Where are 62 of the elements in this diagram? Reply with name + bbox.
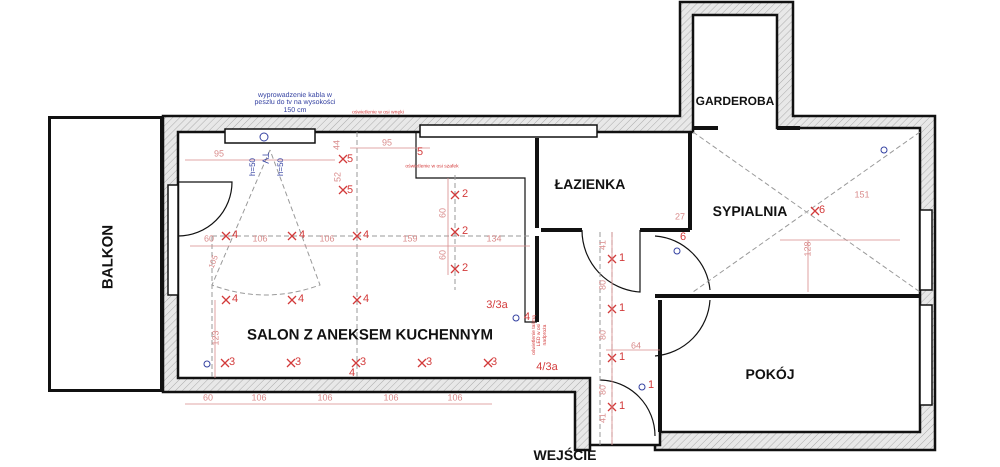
room-name: ŁAZIENKA xyxy=(554,176,626,192)
dimension-label: 123 xyxy=(211,330,221,346)
dimension-label: 27 xyxy=(675,212,685,222)
dimension-label: 64 xyxy=(631,341,641,351)
dimension-label: 105 xyxy=(208,254,220,270)
fixture-number: 2 xyxy=(462,189,468,201)
fixture-number: 1 xyxy=(618,401,626,413)
fixture-number: 4/3a xyxy=(536,362,558,374)
fixture-number: 4 xyxy=(232,294,238,306)
dimension-label: 60 xyxy=(438,208,448,218)
room-name: BALKON xyxy=(100,224,116,290)
room-name: SALON Z ANEKSEM KUCHENNYM xyxy=(246,326,494,344)
fixture-number: 6 xyxy=(680,232,686,244)
fixture-number: 3 xyxy=(360,357,366,369)
fixture-number: 3 xyxy=(228,357,236,369)
dimension-label: 95 xyxy=(382,138,392,148)
dimension-label: 106 xyxy=(317,393,333,403)
balcony-outline xyxy=(48,116,163,392)
note-text: h=50 xyxy=(248,158,258,176)
fixture-number: 3 xyxy=(490,357,498,369)
dimension-label: 106 xyxy=(251,393,267,403)
fixture-number: 5 xyxy=(416,147,424,159)
dimension-label: 151 xyxy=(854,190,870,200)
fixture-number: 4 xyxy=(232,230,238,242)
note-text: h=50 xyxy=(276,158,286,176)
fixture-number: TV xyxy=(260,152,270,164)
fixture-number: 2 xyxy=(462,263,468,275)
dimension-label: 60 xyxy=(438,250,448,260)
dimension-label: 52 xyxy=(333,172,343,182)
fixture-number: 6 xyxy=(818,205,826,217)
fixture-number: 4 xyxy=(348,368,356,380)
fixture-number: 5 xyxy=(346,154,354,166)
fixture-number: 1 xyxy=(618,352,626,364)
fixture-number: 1 xyxy=(618,303,626,315)
fixture-number: 1 xyxy=(648,380,654,392)
fixture-number: 3 xyxy=(426,357,432,369)
fixture-number: 4 xyxy=(362,294,370,306)
fixture-number: 3 xyxy=(294,357,302,369)
fixture-number: 4 xyxy=(362,230,370,242)
fixture-number: 5 xyxy=(346,185,354,197)
fixture-number: 4 xyxy=(298,294,304,306)
room-name: POKÓJ xyxy=(746,366,794,382)
dimension-label: 134 xyxy=(486,234,502,244)
fixture-number: 1 xyxy=(618,253,626,265)
fixture-number: 2 xyxy=(462,226,468,238)
room-name: GARDEROBA xyxy=(696,94,774,108)
dimension-label: 60 xyxy=(203,393,213,403)
dimension-label: 41 xyxy=(598,413,608,423)
fixture-number: 3/3a xyxy=(486,300,508,312)
dimension-label: 128 xyxy=(803,241,813,257)
dimension-label: 44 xyxy=(332,140,342,150)
dimension-label: 80 xyxy=(598,330,608,340)
dimension-label: 106 xyxy=(383,393,399,403)
dimension-label: 95 xyxy=(214,149,224,159)
room-name: WEJŚCIE xyxy=(534,447,596,463)
dimension-label: 80 xyxy=(598,385,608,395)
dimension-label: 80 xyxy=(598,280,608,290)
dimension-label: 106 xyxy=(319,234,335,244)
dimension-label: 106 xyxy=(447,393,463,403)
fixture-number: 4 xyxy=(298,230,306,242)
room-name: SYPIALNIA xyxy=(712,203,788,219)
dimension-label: 41 xyxy=(598,240,608,250)
